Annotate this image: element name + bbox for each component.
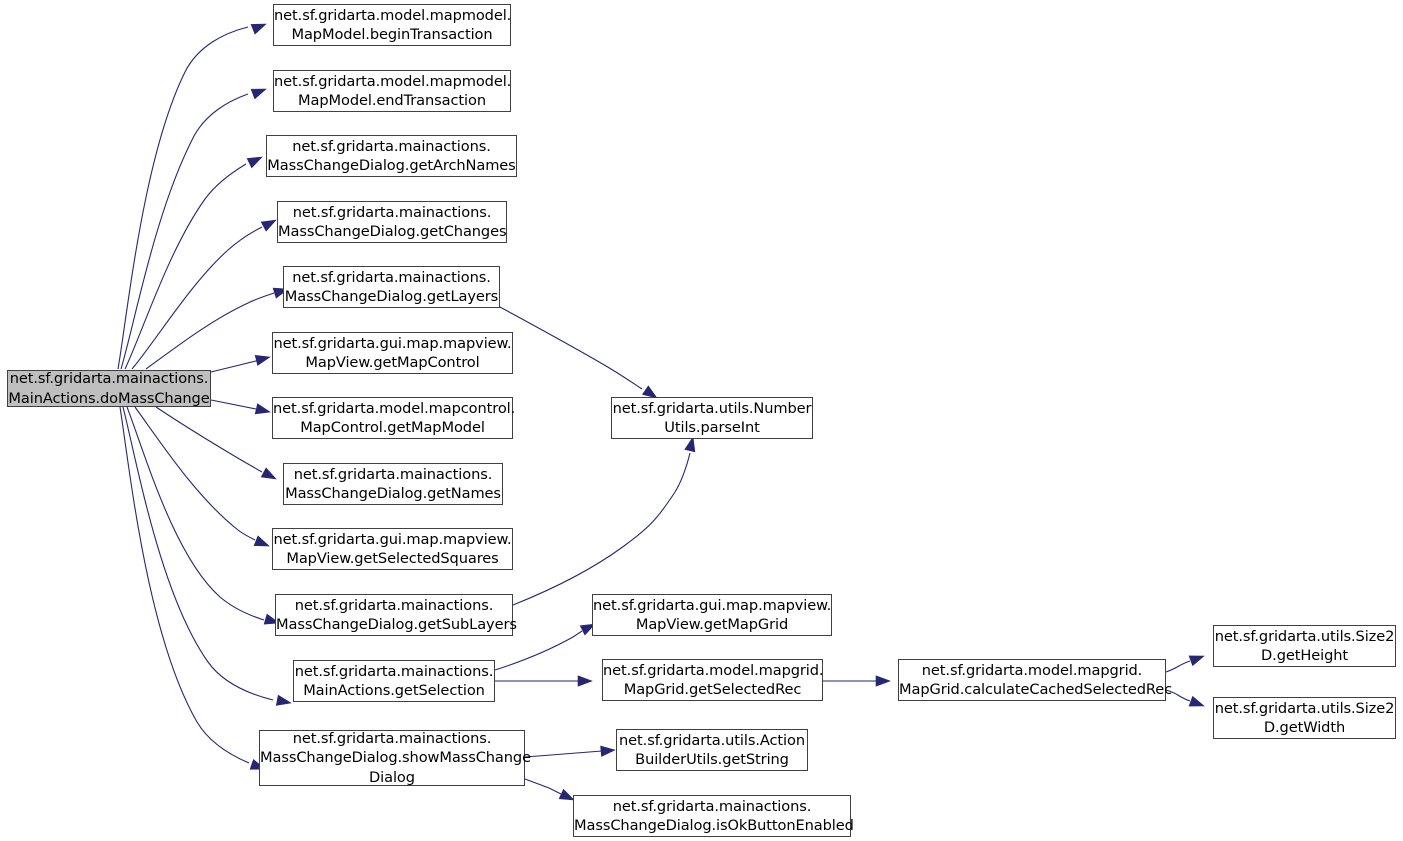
graph-node-showMassChangeDialog[interactable]: net.sf.gridarta.mainactions. MassChangeD… xyxy=(259,730,531,786)
graph-node-label-getLayers: net.sf.gridarta.mainactions. MassChangeD… xyxy=(284,268,499,305)
graph-edge-getSubLayers-to-parseInt xyxy=(512,452,691,606)
graph-node-isOkButtonEnabled[interactable]: net.sf.gridarta.mainactions. MassChangeD… xyxy=(573,795,854,837)
graph-node-label-getSubLayers: net.sf.gridarta.mainactions. MassChangeD… xyxy=(276,596,517,633)
graph-node-label-getChanges: net.sf.gridarta.mainactions. MassChangeD… xyxy=(278,203,507,240)
graph-node-getSelection[interactable]: net.sf.gridarta.mainactions. MainActions… xyxy=(293,660,495,702)
graph-node-label-parseInt: net.sf.gridarta.utils.Number Utils.parse… xyxy=(612,399,812,436)
graph-edge-getSelection-to-getMapGrid xyxy=(494,630,583,671)
graph-node-label-getMapGrid: net.sf.gridarta.gui.map.mapview. MapView… xyxy=(593,596,832,633)
graph-node-getHeight[interactable]: net.sf.gridarta.utils.Size2 D.getHeight xyxy=(1213,625,1396,667)
graph-node-getMapModel[interactable]: net.sf.gridarta.model.mapcontrol. MapCon… xyxy=(272,397,516,439)
graph-node-label-beginTransaction: net.sf.gridarta.model.mapmodel. MapModel… xyxy=(274,6,512,43)
graph-edge-doMassChange-to-getSubLayers xyxy=(126,406,265,621)
graph-edge-calculateCachedSelectedRec-to-getWidth xyxy=(1165,689,1191,702)
graph-node-calculateCachedSelectedRec[interactable]: net.sf.gridarta.model.mapgrid. MapGrid.c… xyxy=(898,659,1173,701)
graph-arrowhead-getChanges xyxy=(260,219,277,232)
graph-arrowhead-isOkButtonEnabled xyxy=(558,788,575,801)
graph-edge-doMassChange-to-showMassChangeDialog xyxy=(119,406,250,764)
graph-edge-calculateCachedSelectedRec-to-getHeight xyxy=(1165,660,1191,673)
graph-node-getMapControl[interactable]: net.sf.gridarta.gui.map.mapview. MapView… xyxy=(272,332,513,374)
graph-edge-doMassChange-to-getMapControl xyxy=(210,359,261,373)
graph-edge-doMassChange-to-getMapModel xyxy=(210,399,257,410)
graph-node-label-getMapControl: net.sf.gridarta.gui.map.mapview. MapView… xyxy=(273,334,512,371)
graph-node-getSelectedRec[interactable]: net.sf.gridarta.model.mapgrid. MapGrid.g… xyxy=(602,659,824,701)
graph-arrowhead-getSelection xyxy=(275,694,292,706)
graph-arrowhead-endTransaction xyxy=(250,88,267,100)
graph-node-getNames[interactable]: net.sf.gridarta.mainactions. MassChangeD… xyxy=(283,463,503,505)
graph-node-getLayers[interactable]: net.sf.gridarta.mainactions. MassChangeD… xyxy=(283,266,500,308)
graph-node-parseInt[interactable]: net.sf.gridarta.utils.Number Utils.parse… xyxy=(611,397,813,439)
graph-arrowhead-getString xyxy=(600,745,616,757)
graph-node-endTransaction[interactable]: net.sf.gridarta.model.mapmodel. MapModel… xyxy=(273,70,511,112)
graph-node-getWidth[interactable]: net.sf.gridarta.utils.Size2 D.getWidth xyxy=(1213,697,1396,739)
graph-node-label-getHeight: net.sf.gridarta.utils.Size2 D.getHeight xyxy=(1214,627,1395,664)
graph-edge-doMassChange-to-endTransaction xyxy=(120,93,249,370)
graph-node-beginTransaction[interactable]: net.sf.gridarta.model.mapmodel. MapModel… xyxy=(273,4,511,46)
graph-arrowhead-calculateCachedSelectedRec xyxy=(875,675,891,687)
graph-node-label-calculateCachedSelectedRec: net.sf.gridarta.model.mapgrid. MapGrid.c… xyxy=(899,661,1173,698)
graph-node-getSelectedSquares[interactable]: net.sf.gridarta.gui.map.mapview. MapView… xyxy=(272,528,513,570)
graph-node-label-getNames: net.sf.gridarta.mainactions. MassChangeD… xyxy=(285,465,501,502)
graph-edge-doMassChange-to-getNames xyxy=(155,406,263,473)
graph-edge-doMassChange-to-beginTransaction xyxy=(117,26,249,370)
graph-arrowhead-getSelectedRec xyxy=(577,675,593,687)
graph-edge-doMassChange-to-getSelectedSquares xyxy=(134,406,256,541)
graph-node-label-getSelectedRec: net.sf.gridarta.model.mapgrid. MapGrid.g… xyxy=(603,661,824,698)
graph-arrowhead-getMapControl xyxy=(254,354,271,366)
graph-node-getArchNames[interactable]: net.sf.gridarta.mainactions. MassChangeD… xyxy=(266,135,517,177)
graph-node-getMapGrid[interactable]: net.sf.gridarta.gui.map.mapview. MapView… xyxy=(592,594,832,636)
graph-edge-doMassChange-to-getLayers xyxy=(145,292,275,370)
graph-node-getChanges[interactable]: net.sf.gridarta.mainactions. MassChangeD… xyxy=(277,201,507,243)
graph-node-label-endTransaction: net.sf.gridarta.model.mapmodel. MapModel… xyxy=(274,72,512,109)
graph-arrowhead-parseInt xyxy=(641,385,658,399)
graph-arrowhead-beginTransaction xyxy=(250,23,267,35)
graph-arrowhead-getMapGrid xyxy=(579,623,596,636)
graph-edge-getLayers-to-parseInt xyxy=(499,306,643,390)
graph-edge-showMassChangeDialog-to-isOkButtonEnabled xyxy=(524,778,562,795)
graph-node-label-showMassChangeDialog: net.sf.gridarta.mainactions. MassChangeD… xyxy=(260,730,531,786)
graph-node-label-isOkButtonEnabled: net.sf.gridarta.mainactions. MassChangeD… xyxy=(574,797,854,834)
graph-arrowhead-getSelectedSquares xyxy=(253,535,270,547)
graph-arrowhead-getMapModel xyxy=(254,403,271,415)
graph-node-getSubLayers[interactable]: net.sf.gridarta.mainactions. MassChangeD… xyxy=(275,594,517,636)
graph-arrowhead-getWidth xyxy=(1188,695,1205,707)
graph-node-label-getArchNames: net.sf.gridarta.mainactions. MassChangeD… xyxy=(267,137,516,174)
graph-arrowhead-getHeight xyxy=(1188,655,1205,667)
graph-node-label-getString: net.sf.gridarta.utils.Action BuilderUtil… xyxy=(619,731,805,768)
graph-arrowhead-getNames xyxy=(260,467,277,480)
graph-edge-doMassChange-to-getChanges xyxy=(131,226,263,370)
graph-edge-showMassChangeDialog-to-getString xyxy=(524,750,603,758)
graph-node-label-doMassChange: net.sf.gridarta.mainactions. MainActions… xyxy=(8,370,210,407)
graph-arrowhead-getArchNames xyxy=(246,156,263,169)
graph-node-label-getWidth: net.sf.gridarta.utils.Size2 D.getWidth xyxy=(1214,699,1395,736)
graph-edge-doMassChange-to-getSelection xyxy=(122,406,274,701)
graph-node-label-getSelectedSquares: net.sf.gridarta.gui.map.mapview. MapView… xyxy=(273,530,512,567)
graph-node-label-getMapModel: net.sf.gridarta.model.mapcontrol. MapCon… xyxy=(273,399,516,436)
graph-edge-doMassChange-to-getArchNames xyxy=(124,163,247,370)
graph-node-getString[interactable]: net.sf.gridarta.utils.Action BuilderUtil… xyxy=(616,729,808,771)
graph-node-label-getSelection: net.sf.gridarta.mainactions. MainActions… xyxy=(294,662,494,699)
graph-arrowhead-parseInt xyxy=(684,436,696,453)
graph-node-doMassChange[interactable]: net.sf.gridarta.mainactions. MainActions… xyxy=(7,370,211,407)
